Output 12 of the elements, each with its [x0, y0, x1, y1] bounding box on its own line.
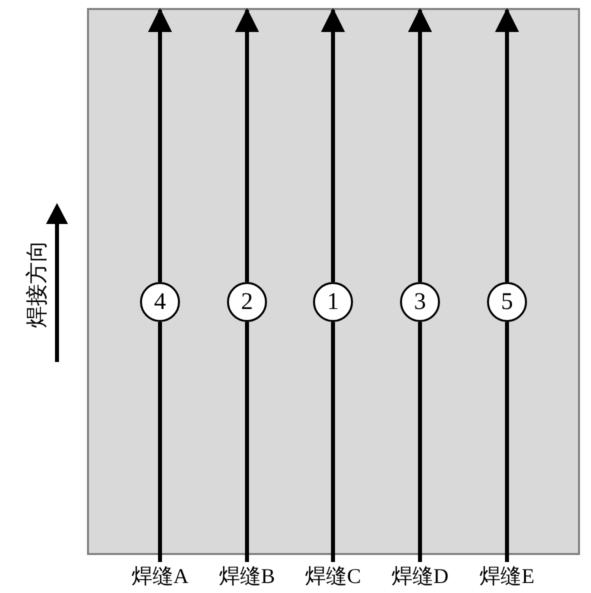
- arrow: [148, 8, 172, 282]
- weld-label: 焊缝B: [204, 562, 290, 590]
- weld-label: 焊缝E: [464, 562, 550, 590]
- weld-label: 焊缝C: [290, 562, 376, 590]
- weld-label: 焊缝D: [377, 562, 463, 590]
- arrow: [495, 8, 519, 282]
- arrow: [321, 8, 345, 282]
- direction-label: 焊接方向: [26, 240, 48, 328]
- plate: [87, 8, 580, 555]
- arrow: [235, 8, 259, 282]
- weld-label: 焊缝A: [117, 562, 203, 590]
- arrow: [408, 8, 432, 282]
